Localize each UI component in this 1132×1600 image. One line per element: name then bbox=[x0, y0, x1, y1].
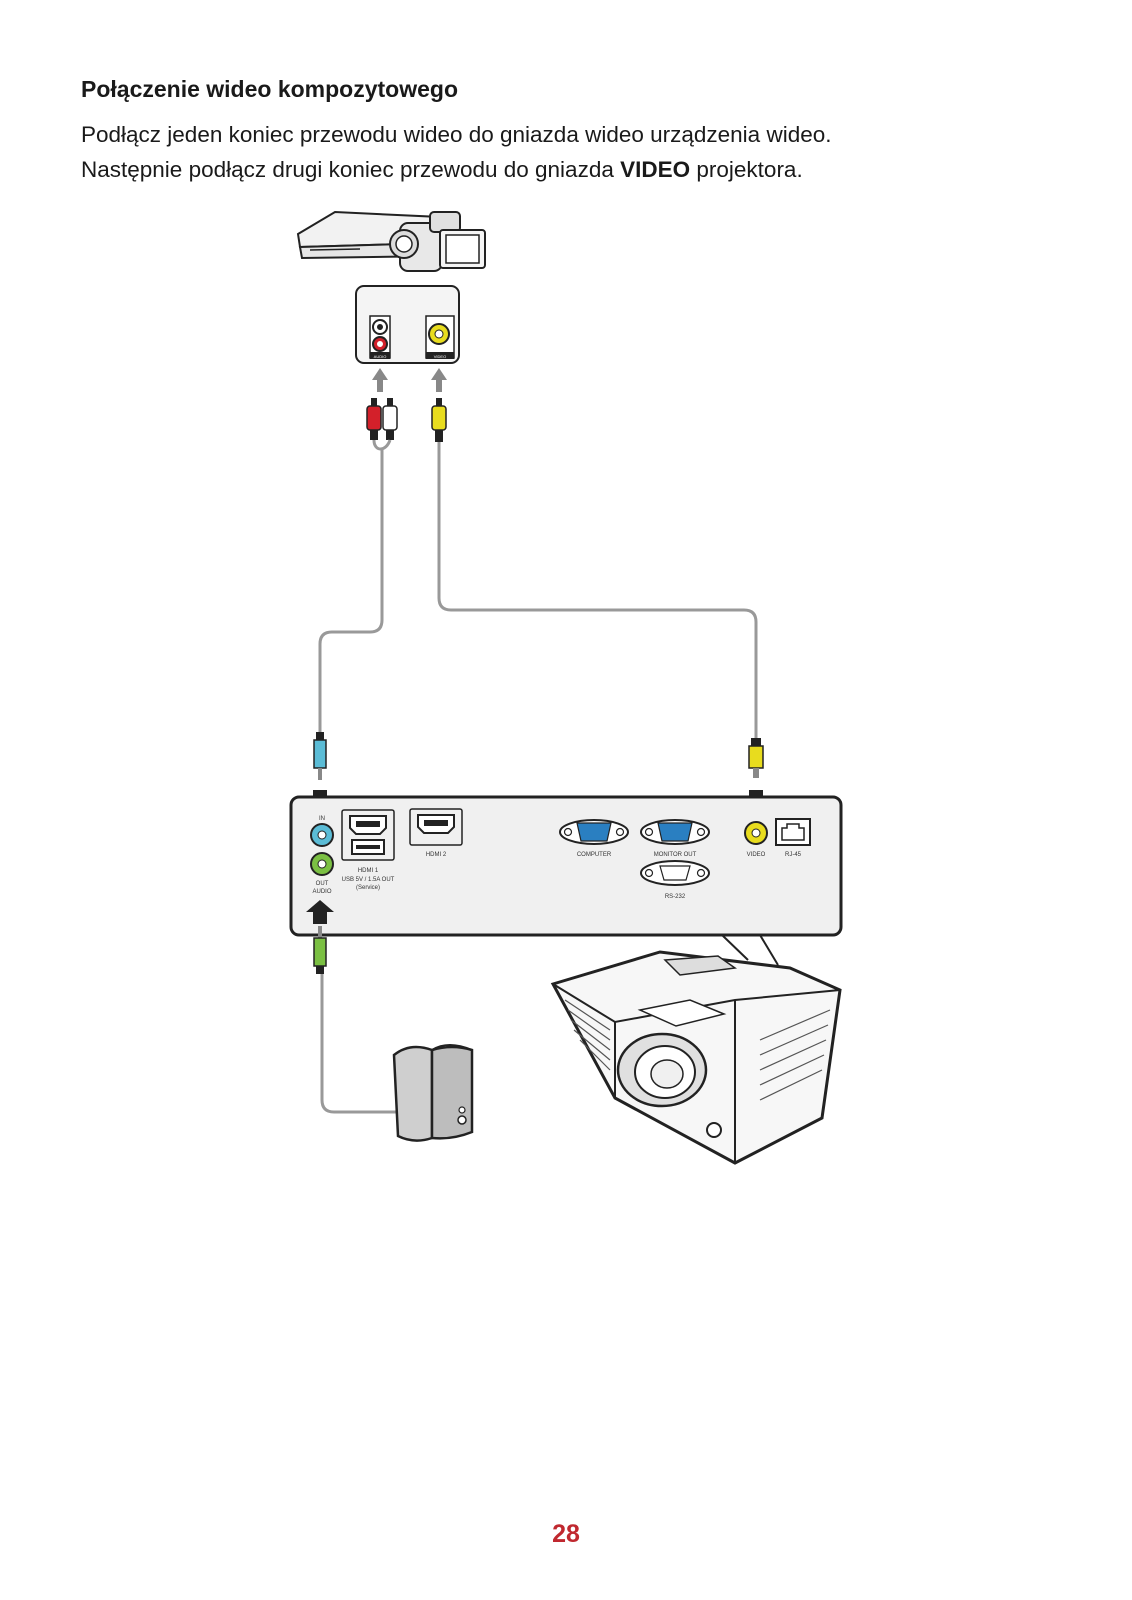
instruction-line-1: Podłącz jeden koniec przewodu wideo do g… bbox=[81, 122, 832, 147]
page-number: 28 bbox=[552, 1520, 580, 1548]
hdmi2-label: HDMI 2 bbox=[426, 852, 447, 858]
audio-in-label: IN bbox=[319, 816, 325, 822]
video-device-illustration bbox=[296, 210, 486, 272]
usb-label: USB 5V / 1.5A OUT bbox=[342, 877, 395, 883]
projector-rear-panel: IN OUT AUDIO HDMI 1 USB 5V / 1.5A OUT (S… bbox=[289, 795, 843, 937]
audio-label: AUDIO bbox=[312, 889, 331, 895]
device-video-label: VIDEO bbox=[434, 354, 446, 359]
audio-out-label: OUT bbox=[316, 881, 329, 887]
rs232-port bbox=[659, 865, 691, 881]
rj45-label: RJ-45 bbox=[785, 852, 802, 858]
rs232-label: RS-232 bbox=[665, 894, 686, 900]
audio-out-plug bbox=[313, 926, 327, 1000]
device-av-panel: AUDIO VIDEO bbox=[355, 285, 460, 364]
cables bbox=[318, 442, 758, 1114]
rj45-port bbox=[775, 818, 811, 846]
arrow-up-icon bbox=[372, 368, 447, 392]
device-audio-label: AUDIO bbox=[374, 354, 387, 359]
video-plug bbox=[748, 738, 764, 778]
usb-service-label: (Service) bbox=[356, 885, 380, 891]
speakers-illustration bbox=[392, 1044, 474, 1142]
arrow-up-icon bbox=[306, 900, 334, 924]
instruction-line-2a: Następnie podłącz drugi koniec przewodu … bbox=[81, 157, 621, 182]
hdmi1-label: HDMI 1 bbox=[358, 868, 379, 874]
monitor-out-label: MONITOR OUT bbox=[654, 852, 697, 858]
connection-diagram: AUDIO VIDEO bbox=[289, 210, 843, 1165]
instruction-line-2b: projektora. bbox=[690, 157, 803, 182]
projector-illustration bbox=[550, 950, 842, 1165]
callout-lines bbox=[721, 934, 779, 966]
rca-audio-plugs bbox=[366, 398, 398, 451]
instruction-paragraph: Podłącz jeden koniec przewodu wideo do g… bbox=[81, 117, 1081, 187]
video-keyword: VIDEO bbox=[620, 157, 691, 182]
video-port-label: VIDEO bbox=[747, 852, 766, 858]
monitor-out-vga-port bbox=[657, 822, 693, 842]
computer-label: COMPUTER bbox=[577, 852, 612, 858]
rca-video-plug bbox=[431, 398, 447, 442]
audio-in-plug bbox=[313, 732, 327, 780]
computer-vga-port bbox=[576, 822, 612, 842]
section-title: Połączenie wideo kompozytowego bbox=[81, 76, 459, 102]
